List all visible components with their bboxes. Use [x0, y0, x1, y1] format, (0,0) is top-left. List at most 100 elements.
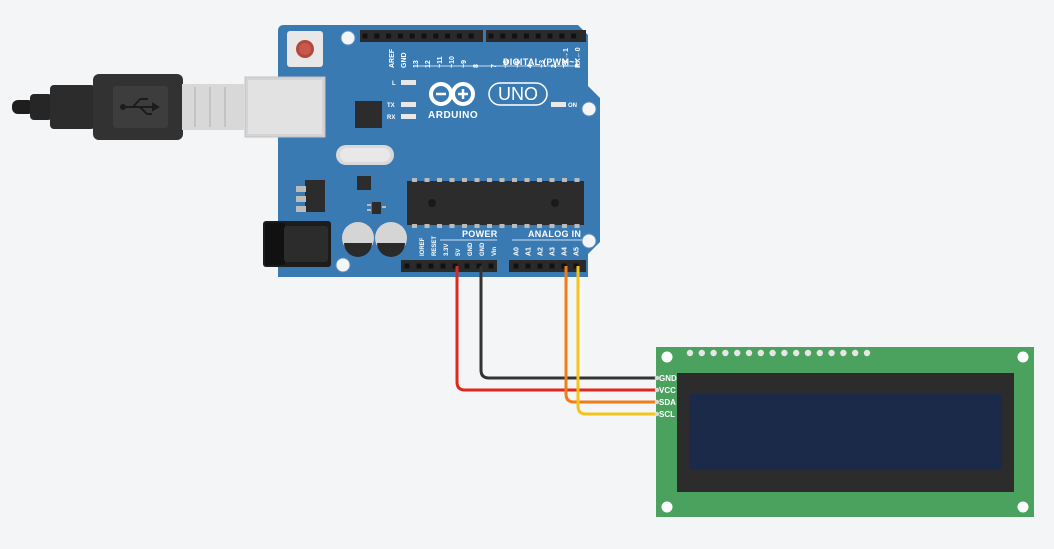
digital-pin-label: ~9: [461, 60, 468, 68]
digital-pin-label: 12: [425, 60, 432, 68]
analog-pin-label: A2: [538, 247, 545, 256]
header-hole[interactable]: [362, 33, 368, 39]
mounting-hole: [661, 501, 673, 513]
lcd-pin-label: SDA: [659, 398, 676, 407]
header-hole[interactable]: [525, 263, 531, 269]
header-hole[interactable]: [513, 263, 519, 269]
header-hole[interactable]: [386, 33, 392, 39]
header-hole[interactable]: [559, 33, 565, 39]
power-pin-label: Vin: [492, 246, 498, 256]
header-hole[interactable]: [374, 33, 380, 39]
power-pin-label: 5V: [456, 249, 462, 256]
chip-pin: [574, 224, 580, 228]
header-hole[interactable]: [573, 263, 579, 269]
chip-pin: [437, 224, 442, 228]
lcd-pin[interactable]: [654, 387, 660, 393]
chip-pin: [462, 224, 467, 228]
reset-button[interactable]: [287, 31, 323, 67]
mounting-hole: [1017, 501, 1029, 513]
chip-pin: [437, 178, 442, 182]
header-hole[interactable]: [404, 263, 410, 269]
chip-pin: [537, 224, 542, 228]
header-hole[interactable]: [468, 33, 474, 39]
wires: [455, 266, 658, 416]
header-hole[interactable]: [397, 33, 403, 39]
digital-pin-label: 2: [551, 64, 558, 68]
lcd-header-pin: [793, 349, 800, 357]
lcd-pin[interactable]: [654, 375, 660, 381]
header-hole[interactable]: [409, 33, 415, 39]
mounting-hole: [581, 233, 597, 249]
chip-pin: [487, 224, 492, 228]
chip-pin: [487, 178, 492, 182]
header-hole[interactable]: [445, 33, 451, 39]
digital-pin-label: 13: [413, 60, 420, 68]
analog-pin-label: A5: [574, 247, 581, 256]
header-hole[interactable]: [452, 263, 458, 269]
chip-pin: [499, 178, 505, 182]
header-hole[interactable]: [476, 263, 482, 269]
small-chip: [357, 176, 371, 190]
led-l-label: L: [392, 81, 396, 87]
lcd-header-pin: [698, 349, 705, 357]
chip-pin: [562, 178, 567, 182]
digital-pin-label: ~11: [437, 56, 444, 68]
usb-icon: [120, 98, 160, 115]
header-hole[interactable]: [488, 33, 494, 39]
led-on-label: ON: [568, 103, 577, 109]
chip-pin: [537, 178, 542, 182]
analog-pin-label: A0: [514, 247, 521, 256]
header-hole[interactable]: [488, 263, 494, 269]
chip-pin: [449, 178, 455, 182]
analog-pin-label: A1: [526, 247, 533, 256]
wire-5v-vcc[interactable]: [455, 266, 658, 392]
arduino-board[interactable]: L TX RX ON ARDUINO UNO: [244, 25, 600, 277]
voltage-regulator: [296, 180, 325, 212]
chip-pin: [512, 178, 517, 182]
lcd-header-pin: [828, 349, 835, 357]
wire-gnd-gnd[interactable]: [479, 266, 658, 380]
header-hole[interactable]: [421, 33, 427, 39]
header-hole[interactable]: [571, 33, 577, 39]
header-hole[interactable]: [433, 33, 439, 39]
lcd-header-pin: [757, 349, 764, 357]
header-hole[interactable]: [549, 263, 555, 269]
lcd-header-pin: [769, 349, 776, 357]
wire-a4-sda[interactable]: [564, 266, 658, 404]
lcd-header-pin: [745, 349, 753, 357]
brand-label: ARDUINO: [428, 110, 478, 121]
chip-pin: [424, 224, 430, 228]
power-pin-label: RESET: [432, 236, 438, 256]
chip-pin: [499, 224, 505, 228]
header-hole[interactable]: [456, 33, 462, 39]
header-hole[interactable]: [523, 33, 529, 39]
led-l: L: [392, 80, 416, 87]
digital-header-label: DIGITAL (PWM~): [503, 57, 578, 67]
header-hole[interactable]: [512, 33, 518, 39]
header-hole[interactable]: [547, 33, 553, 39]
header-hole[interactable]: [428, 263, 434, 269]
header-hole[interactable]: [440, 263, 446, 269]
chip-pin: [562, 224, 567, 228]
header-hole[interactable]: [535, 33, 541, 39]
digital-pin-label: AREF: [389, 48, 396, 68]
lcd-pin[interactable]: [654, 399, 660, 405]
header-hole[interactable]: [537, 263, 543, 269]
header-hole[interactable]: [500, 33, 506, 39]
mounting-hole: [581, 101, 597, 117]
lcd-header-pin: [686, 349, 694, 357]
header-hole[interactable]: [464, 263, 470, 269]
usb-chip: [355, 101, 382, 128]
digital-pin-label: 7: [491, 64, 498, 68]
capacitor: [342, 222, 374, 257]
chip-pin: [574, 178, 580, 182]
header-hole[interactable]: [561, 263, 567, 269]
usb-cable[interactable]: [12, 74, 244, 140]
power-pin-label: IOREF: [420, 237, 426, 256]
wire-a5-scl[interactable]: [576, 266, 658, 416]
chip-pin: [474, 224, 480, 228]
lcd-pin[interactable]: [654, 411, 660, 417]
header-hole[interactable]: [416, 263, 422, 269]
digital-pin-label: ~6: [503, 60, 510, 68]
